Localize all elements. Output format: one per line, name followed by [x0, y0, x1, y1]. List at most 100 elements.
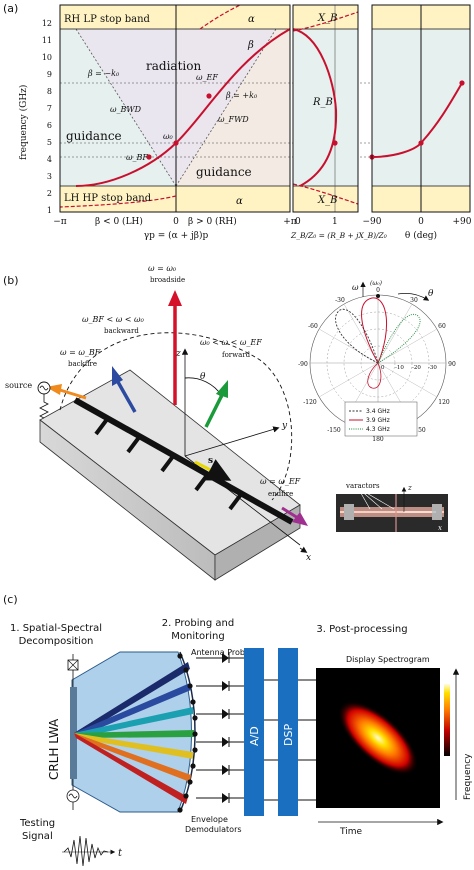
polar-theta-label: θ	[428, 289, 434, 299]
beta-minus-k0-label: β = −k₀	[87, 69, 120, 78]
chirp-waveform	[63, 835, 109, 867]
theta-label: θ	[200, 372, 206, 382]
panel-a: (a) RH LP stop band LH HP sto	[3, 2, 472, 241]
polar-radius: -20	[412, 365, 421, 371]
step1-line1: 1. Spatial-Spectral	[10, 623, 102, 634]
light-line-minus	[75, 28, 177, 187]
alpha-curve-high	[199, 4, 241, 30]
panel-c: (c) 1. Spatial-Spectral Decomposition 2.…	[3, 593, 473, 867]
polar-angle: -90	[298, 361, 308, 368]
omega-bwd-label: ω_BWD	[110, 105, 142, 114]
angle-tick-plus-90: +90	[453, 217, 472, 227]
y-tick: 9	[47, 70, 52, 79]
forward-label: forward	[222, 351, 251, 359]
x-tick-plus-pi: +π	[283, 217, 297, 227]
display-spectrogram-label: Display Spectrogram	[346, 655, 430, 664]
polar-legend	[344, 401, 418, 437]
y-tick: 6	[47, 121, 52, 130]
dispersion-plot: RH LP stop band LH HP stop band radiatio…	[18, 4, 470, 241]
polar-angle-labels: 0 30 -30 60 -60 90 -90 120 -120 150 -150…	[298, 287, 456, 443]
alpha-curve-low	[59, 195, 177, 208]
polar-angle: -150	[327, 427, 341, 434]
endfire-beam	[281, 506, 299, 520]
omega-bf-label: ω_BF	[126, 153, 148, 162]
step2-line1: 2. Probing and	[162, 618, 234, 629]
frequency-axis-label: frequency (GHz)	[18, 85, 29, 160]
beta-label: β	[247, 40, 254, 51]
rh-stop-band-label: RH LP stop band	[64, 14, 151, 25]
s-label: s	[208, 456, 213, 466]
forward-eq: ω₀ < ω < ω_EF	[200, 338, 262, 347]
antenna-slab	[39, 369, 301, 581]
polar-angle: -60	[308, 323, 318, 330]
y-tick: 10	[42, 53, 52, 62]
backward-label: backward	[104, 327, 139, 335]
photo-z-label: z	[407, 484, 412, 492]
broadside-label: broadside	[150, 276, 185, 284]
polar-angle: -30	[335, 297, 345, 304]
omega-0-label: ω₀	[163, 132, 174, 141]
omega-0-point	[173, 140, 179, 146]
varactors-label: varactors	[345, 482, 380, 490]
forward-beam	[204, 394, 224, 428]
angle-plot-frame	[371, 4, 471, 213]
xb-bottom-label: X_B	[317, 195, 337, 206]
y-tick: 4	[47, 155, 52, 164]
backward-eq: ω_BF < ω < ω₀	[82, 315, 145, 324]
s-vector	[194, 459, 232, 481]
crlh-lwa-label: CRLH LWA	[47, 718, 61, 780]
lh-stop-band-label: LH HP stop band	[64, 193, 152, 204]
endfire-label: endfire	[268, 490, 293, 498]
polar-angle: -120	[303, 399, 317, 406]
angle-axis-label: θ (deg)	[405, 230, 437, 241]
polar-radius: 0	[381, 365, 385, 371]
rb-curve	[292, 28, 338, 187]
pattern-3-9ghz	[361, 297, 388, 365]
testing-signal-line2: Signal	[22, 831, 53, 842]
beam-green	[74, 730, 194, 738]
xb-curve-bottom	[292, 183, 359, 205]
legend-3-4ghz: 3.4 GHz	[366, 408, 390, 415]
polar-angle: 30	[410, 297, 418, 304]
y-tick: 5	[47, 138, 52, 147]
diode-icon	[222, 765, 229, 775]
xb-top-label: X_B	[317, 13, 337, 24]
dsp-label: DSP	[282, 724, 295, 746]
diode-icon	[222, 737, 229, 747]
step2-line2: Monitoring	[171, 631, 224, 642]
y-tick: 12	[42, 19, 52, 28]
pattern-4-3ghz	[377, 313, 421, 365]
backward-beam	[116, 381, 137, 413]
stub	[228, 491, 244, 511]
lh-stop-band-region	[60, 186, 290, 212]
diode-icon	[222, 793, 229, 803]
microstrip-line	[73, 397, 294, 525]
source-label: source	[5, 381, 32, 390]
crlh-lwa-bar	[70, 687, 77, 779]
panel-b: (b)	[3, 264, 456, 581]
pattern-3-4ghz	[335, 308, 379, 364]
omega-ef-label: ω_EF	[196, 73, 218, 82]
legend-4-3ghz: 4.3 GHz	[366, 426, 390, 433]
angle-tick-0: 0	[418, 217, 424, 227]
y-tick: 7	[47, 104, 52, 113]
polar-radius-labels: 0 -10 -20 -30	[381, 365, 437, 371]
polar-plot: 0 30 -30 60 -60 90 -90 120 -120 150 -150…	[298, 280, 456, 443]
polar-omega0-label: (ω₀)	[370, 280, 383, 287]
polar-angle: 60	[438, 323, 446, 330]
envelope-label-line1: Envelope	[191, 815, 228, 824]
backfire-beam	[59, 388, 87, 400]
x-tick-zero: 0	[173, 217, 179, 227]
z-axis-label: z	[175, 349, 181, 359]
beam-blue	[74, 683, 191, 738]
diode-icon	[222, 653, 229, 663]
impedance-plot-frame	[292, 4, 359, 213]
y-tick: 1	[47, 206, 52, 215]
beam-red	[74, 733, 188, 804]
prototype-photo: varactors z x	[336, 482, 448, 532]
polar-angle: 120	[438, 399, 450, 406]
polar-angle: 90	[448, 361, 456, 368]
impedance-tick-1: 1	[332, 217, 338, 227]
polar-angle: 150	[414, 427, 426, 434]
